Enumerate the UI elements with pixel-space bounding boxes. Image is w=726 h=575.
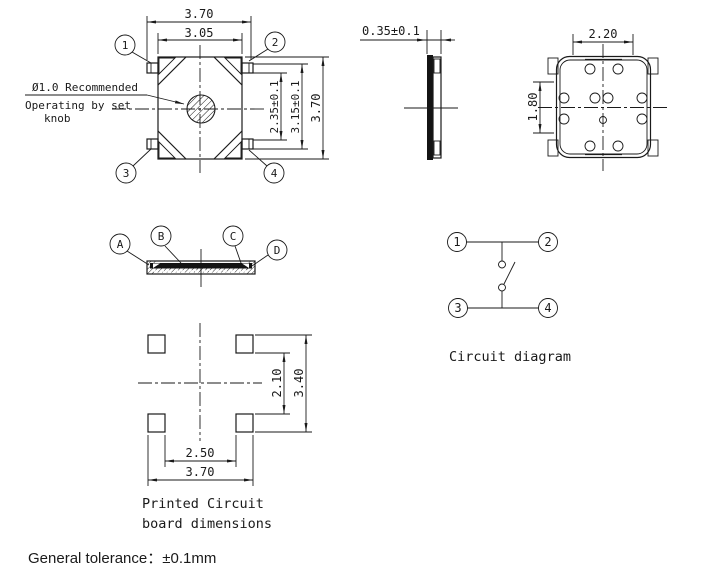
pcb-pad bbox=[235, 334, 254, 354]
part-a-callout bbox=[109, 233, 131, 255]
bottom-feature-hole bbox=[584, 140, 596, 152]
general-tolerance-note: General tolerance：±0.1mm bbox=[28, 550, 216, 567]
dim-knob-v: 2.35±0.1 bbox=[268, 81, 281, 134]
dim-height: 1.80 bbox=[526, 93, 540, 122]
leader-line bbox=[251, 254, 269, 267]
circuit-pin-2-label: 2 bbox=[544, 235, 551, 249]
part-d-callout bbox=[266, 239, 288, 261]
pcb-pad bbox=[147, 334, 166, 354]
part-c-callout bbox=[222, 225, 244, 247]
switch-contact-bottom bbox=[498, 283, 506, 292]
part-a-label: A bbox=[117, 238, 124, 251]
bottom-feature-hole bbox=[612, 63, 624, 75]
pin-1-callout bbox=[114, 34, 136, 56]
chamfer-line bbox=[157, 130, 187, 160]
dim-width: 2.20 bbox=[589, 27, 618, 41]
bottom-feature-hole bbox=[602, 92, 614, 104]
dim-pad-inner-v: 2.10 bbox=[270, 369, 284, 398]
bottom-feature-hole bbox=[589, 92, 601, 104]
side-terminal bbox=[433, 58, 441, 74]
section-notch bbox=[242, 263, 249, 268]
bottom-body-inner bbox=[559, 59, 648, 155]
leader-line bbox=[131, 51, 152, 64]
bottom-view: 2.20 1.80 bbox=[526, 27, 670, 171]
section-notch bbox=[153, 263, 160, 268]
bottom-body-outline bbox=[555, 55, 652, 159]
terminal bbox=[241, 138, 254, 150]
dim-thickness: 0.35±0.1 bbox=[362, 24, 420, 38]
switch-lever bbox=[503, 261, 516, 285]
section-contact-band bbox=[150, 263, 252, 269]
dim-pad-inner-w: 2.50 bbox=[186, 446, 215, 460]
bottom-tab bbox=[547, 57, 559, 75]
pin-3-label: 3 bbox=[123, 167, 130, 180]
leader-line bbox=[234, 245, 242, 264]
part-b-callout bbox=[150, 225, 172, 247]
bottom-feature-hole bbox=[636, 113, 648, 125]
dim-pad-outer-w: 3.70 bbox=[186, 465, 215, 479]
dim-outer-width: 3.70 bbox=[185, 7, 214, 21]
chamfer-line bbox=[213, 130, 243, 160]
corner-detail bbox=[158, 57, 177, 76]
circuit-pin-4-label: 4 bbox=[544, 301, 551, 315]
side-profile-body bbox=[427, 55, 433, 160]
leader-line bbox=[126, 250, 150, 266]
leader-line bbox=[248, 149, 268, 167]
terminal bbox=[146, 138, 159, 150]
bottom-tab bbox=[647, 139, 659, 157]
part-c-label: C bbox=[230, 230, 237, 243]
bottom-feature-hole bbox=[558, 92, 570, 104]
circuit-diagram: 1 2 3 4 Circuit diagram bbox=[447, 232, 571, 365]
corner-detail bbox=[158, 140, 177, 159]
knob-note-line3: knob bbox=[44, 112, 71, 125]
circuit-pin-1-label: 1 bbox=[453, 235, 460, 249]
pcb-view: 2.10 3.40 2.50 3.70 Printed Circuit boar… bbox=[138, 323, 312, 532]
terminal bbox=[146, 62, 159, 74]
top-view: 3.70 3.05 2.35±0.1 3. bbox=[25, 7, 329, 184]
circuit-caption: Circuit diagram bbox=[449, 349, 571, 365]
part-b-label: B bbox=[158, 230, 165, 243]
section-view: A B C D bbox=[109, 225, 288, 287]
side-view: 0.35±0.1 bbox=[360, 24, 458, 160]
chamfer-line bbox=[213, 56, 243, 86]
knob-note-line2: Operating by set bbox=[25, 99, 131, 112]
switch-contact-top bbox=[498, 260, 506, 269]
pcb-pad bbox=[235, 413, 254, 433]
section-bar-outline bbox=[146, 260, 256, 275]
leader-line bbox=[248, 48, 269, 62]
part-d-label: D bbox=[274, 244, 281, 257]
dim-outer-height: 3.70 bbox=[309, 94, 323, 123]
pcb-caption-line1: Printed Circuit bbox=[142, 496, 264, 512]
bottom-feature-hole bbox=[558, 113, 570, 125]
pin-1-label: 1 bbox=[122, 39, 129, 52]
dim-pad-outer-v: 3.40 bbox=[292, 369, 306, 398]
bottom-feature-hole bbox=[584, 63, 596, 75]
pin-4-callout bbox=[263, 162, 285, 184]
leader-line bbox=[132, 148, 152, 167]
bottom-tab bbox=[547, 139, 559, 157]
knob-note-line1: Ø1.0 Recommended bbox=[32, 81, 138, 94]
pin-2-callout bbox=[264, 31, 286, 53]
dim-term-v: 3.15±0.1 bbox=[289, 81, 302, 134]
pin-3-callout bbox=[115, 162, 137, 184]
side-profile-base bbox=[432, 56, 442, 159]
pcb-pad bbox=[147, 413, 166, 433]
corner-detail bbox=[223, 57, 242, 76]
corner-detail bbox=[223, 140, 242, 159]
dim-inner-width: 3.05 bbox=[185, 26, 214, 40]
pin-4-label: 4 bbox=[271, 167, 278, 180]
chamfer-line bbox=[157, 56, 187, 86]
circuit-pin-3-label: 3 bbox=[454, 301, 461, 315]
terminal bbox=[241, 62, 254, 74]
bottom-feature-hole bbox=[636, 92, 648, 104]
bottom-feature-hole bbox=[612, 140, 624, 152]
pin-2-label: 2 bbox=[272, 36, 279, 49]
bottom-tab bbox=[647, 57, 659, 75]
section-hatch-bottom bbox=[153, 268, 249, 273]
leader-line bbox=[164, 245, 182, 264]
pcb-caption-line2: board dimensions bbox=[142, 516, 272, 532]
side-terminal bbox=[433, 140, 441, 156]
note-leader-arrow bbox=[146, 94, 185, 105]
